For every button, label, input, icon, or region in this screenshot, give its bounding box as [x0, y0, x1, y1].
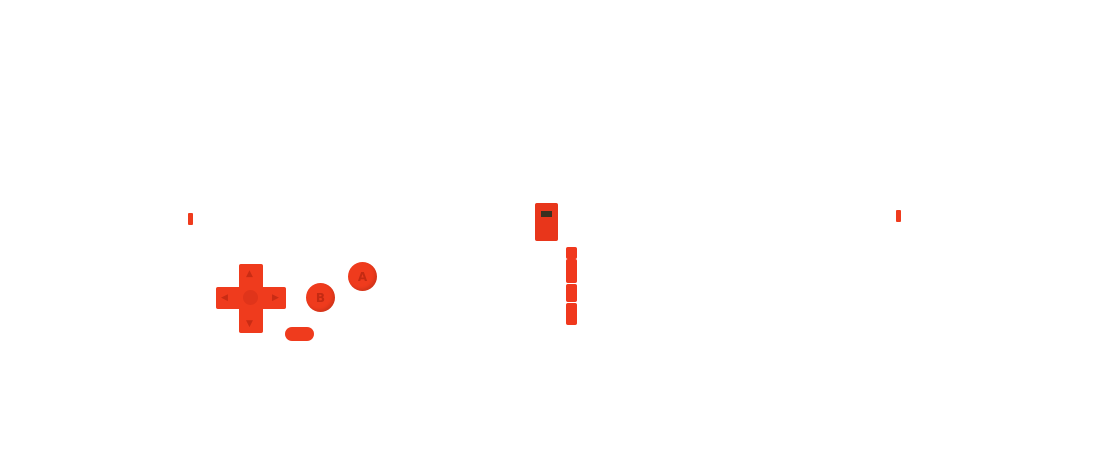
dpad-right-arrow-icon: ▶: [272, 293, 279, 303]
side-button-segment: [566, 303, 577, 325]
side-button-segment: [566, 247, 577, 259]
a-button: A: [348, 262, 377, 291]
b-button-label: B: [315, 290, 326, 305]
dpad-up-arrow-icon: ▲: [246, 269, 253, 279]
side-button-segment: [566, 259, 577, 283]
b-button: B: [306, 283, 335, 312]
dpad-left-arrow-icon: ◀: [221, 293, 228, 303]
power-switch-slot: [541, 211, 552, 217]
power-switch: [535, 203, 558, 241]
select-button: [285, 327, 314, 341]
dpad-center: [243, 290, 258, 305]
a-button-label: A: [357, 269, 368, 284]
side-button-segment: [566, 284, 577, 302]
small-bracket-part-right: [896, 210, 901, 222]
dpad-down-arrow-icon: ▼: [246, 319, 253, 329]
small-bracket-part-left: [188, 213, 193, 225]
